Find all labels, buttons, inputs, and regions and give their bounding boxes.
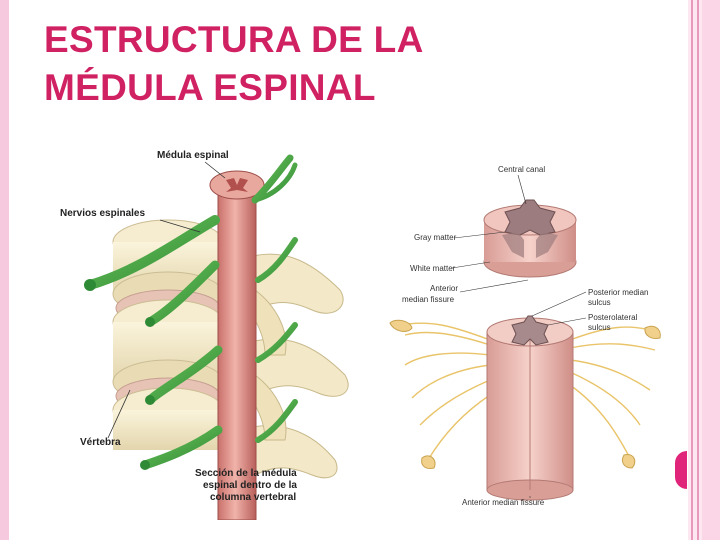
caption-line-3: columna vertebral xyxy=(210,492,296,503)
spinal-cord xyxy=(209,170,265,520)
label-posterior-median-1: Posterior median xyxy=(588,288,648,297)
label-central-canal: Central canal xyxy=(498,165,545,174)
label-anterior-fissure-top-2: median fissure xyxy=(402,295,455,304)
right-labels: Central canal Gray matter White matter A… xyxy=(402,165,648,507)
label-anterior-fissure-bottom: Anterior median fissure xyxy=(462,498,545,507)
label-posterolateral-1: Posterolateral xyxy=(588,313,638,322)
label-posterior-median-2: sulcus xyxy=(588,298,611,307)
caption-line-1: Sección de la médula xyxy=(195,468,297,479)
spinal-cord-illustration: Médula espinal Nervios espinales Vértebr… xyxy=(60,150,661,520)
slide-title: ESTRUCTURA DE LA MÉDULA ESPINAL xyxy=(44,16,664,112)
cross-section-top xyxy=(483,199,577,278)
label-anterior-fissure-top-1: Anterior xyxy=(430,284,458,293)
slide-title-line-2: MÉDULA ESPINAL xyxy=(44,67,376,108)
spinal-nerve-fibers xyxy=(399,322,656,461)
label-posterolateral-2: sulcus xyxy=(588,323,611,332)
cord-segment-bottom xyxy=(486,315,574,501)
right-decor-line xyxy=(691,0,693,540)
left-decor-bar xyxy=(0,0,9,540)
caption-line-2: espinal dentro de la xyxy=(203,480,297,491)
label-white-matter: White matter xyxy=(410,264,456,273)
right-decor-line xyxy=(697,0,699,540)
label-gray-matter: Gray matter xyxy=(414,233,457,242)
right-decor-band xyxy=(702,0,720,540)
left-labels: Médula espinal Nervios espinales Vértebr… xyxy=(60,150,297,503)
slide-title-line-1: ESTRUCTURA DE LA xyxy=(44,19,424,60)
label-medula-espinal: Médula espinal xyxy=(157,150,229,161)
slide-nav-tab[interactable] xyxy=(675,451,687,489)
label-vertebra: Vértebra xyxy=(80,437,121,448)
label-nervios-espinales: Nervios espinales xyxy=(60,208,145,219)
